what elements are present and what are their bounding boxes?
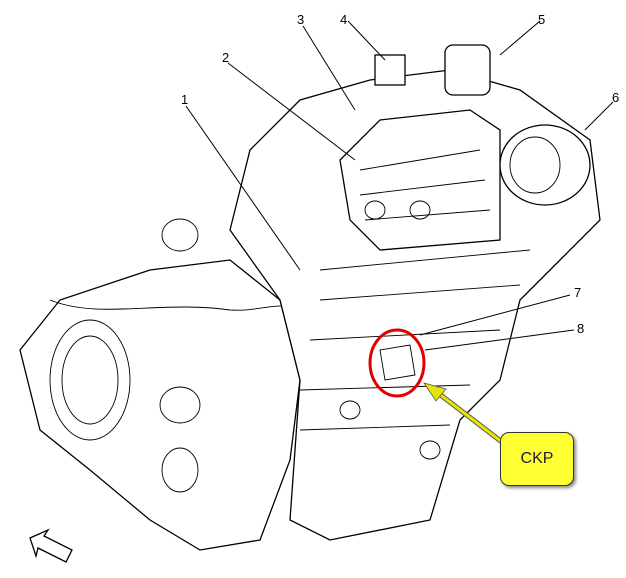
callout-2: 2 <box>222 50 229 65</box>
engine-drawing <box>19 44 601 551</box>
ckp-highlight-circle <box>368 328 426 398</box>
callout-numbers: 1 2 3 4 5 6 7 8 <box>181 12 619 336</box>
leader-lines <box>185 20 614 351</box>
ckp-pointer-arrow <box>423 382 504 444</box>
callout-4: 4 <box>340 12 347 27</box>
callout-6: 6 <box>612 90 619 105</box>
callout-3: 3 <box>297 12 304 27</box>
callout-1: 1 <box>181 92 188 107</box>
callout-5: 5 <box>538 12 545 27</box>
callout-7: 7 <box>574 285 581 300</box>
front-direction-arrow-icon <box>29 528 73 563</box>
callout-8: 8 <box>577 321 584 336</box>
ckp-callout-label: CKP <box>500 432 574 486</box>
